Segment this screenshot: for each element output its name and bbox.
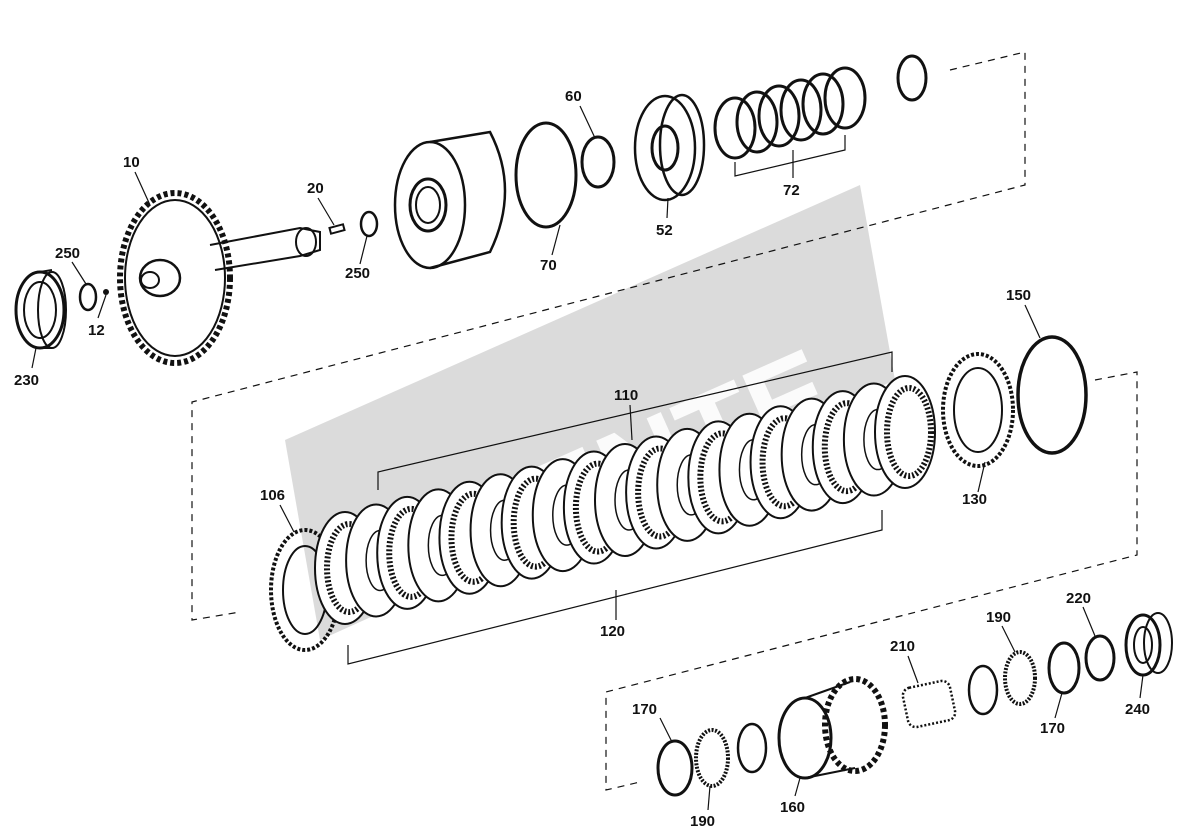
needle-bearing-210	[901, 679, 957, 729]
gear-shaft-10	[117, 190, 321, 366]
snap-ring-250-left	[78, 282, 98, 312]
bearing-240	[1124, 612, 1173, 677]
friction-disc-teeth	[884, 385, 934, 479]
label-120: 120	[600, 623, 625, 640]
label-52: 52	[656, 222, 673, 239]
label-106: 106	[260, 487, 285, 504]
bearing-230	[14, 269, 67, 350]
plate-130	[941, 352, 1015, 468]
label-20: 20	[307, 180, 324, 197]
washer-170-left	[656, 739, 694, 797]
lock-washer-220	[1084, 634, 1116, 682]
label-150: 150	[1006, 287, 1031, 304]
label-60: 60	[565, 88, 582, 105]
label-160: 160	[780, 799, 805, 816]
ball-12	[103, 289, 109, 295]
washer-right	[967, 664, 999, 716]
o-ring-70	[514, 121, 578, 229]
label-10: 10	[123, 154, 140, 171]
label-240: 240	[1125, 701, 1150, 718]
label-70: 70	[540, 257, 557, 274]
ring-60	[580, 135, 616, 189]
washer-mid	[736, 722, 768, 774]
bearing-190-left	[694, 728, 730, 788]
part-labels: 10 12 20 250 250 230 60 70 52 72 150 110…	[14, 88, 1150, 830]
label-110: 110	[614, 387, 638, 404]
clutch-disc-stack	[314, 375, 936, 625]
label-210: 210	[890, 638, 915, 655]
clutch-drum	[393, 130, 507, 270]
label-130: 130	[962, 491, 987, 508]
bearing-190-right	[1003, 650, 1037, 706]
label-190-top: 190	[986, 609, 1011, 626]
gear-160	[777, 676, 888, 780]
label-190-bottom: 190	[690, 813, 715, 830]
assembly-outlines	[191, 51, 1138, 791]
piston-52	[633, 93, 706, 202]
snap-ring-150	[1016, 335, 1088, 455]
label-72: 72	[783, 182, 800, 199]
leader-lines	[31, 105, 1144, 811]
snap-ring-top	[896, 54, 928, 102]
label-220: 220	[1066, 590, 1091, 607]
washer-170-right	[1047, 641, 1081, 695]
label-12: 12	[88, 322, 105, 339]
label-250-left: 250	[55, 245, 80, 262]
pin-20	[328, 223, 346, 235]
label-170-left: 170	[632, 701, 657, 718]
snap-ring-250-right	[359, 210, 379, 238]
friction-disc	[874, 375, 936, 489]
label-250-right: 250	[345, 265, 370, 282]
label-230: 230	[14, 372, 39, 389]
label-170-right: 170	[1040, 720, 1065, 737]
springs-72	[713, 66, 867, 177]
